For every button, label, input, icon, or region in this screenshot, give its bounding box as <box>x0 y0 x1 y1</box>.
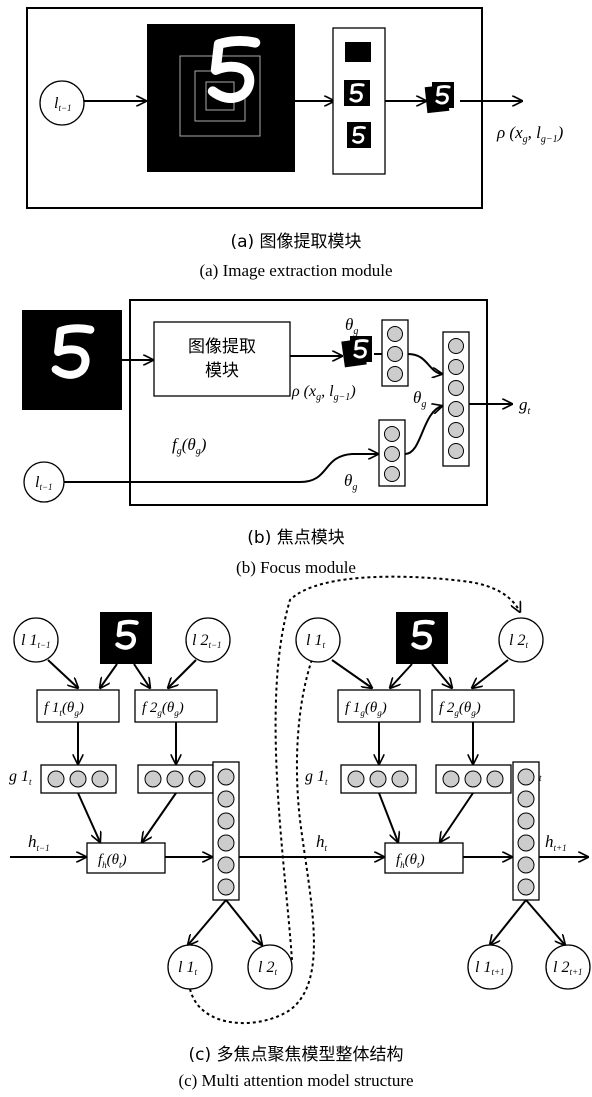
c-right-g1b-vector <box>435 764 512 794</box>
svg-text:图像提取: 图像提取 <box>188 337 256 357</box>
svg-text:f 2g(θg): f 2g(θg) <box>142 700 184 718</box>
panel-b-output-label: gt <box>519 395 531 417</box>
c-left-l2-out-node: l 2t <box>247 944 293 990</box>
c-right-image <box>396 612 448 664</box>
c-left-f2-box: f 2g(θg) <box>134 689 218 723</box>
panel-a-glimpse-stack <box>424 82 454 114</box>
svg-text:l 2t: l 2t <box>509 632 528 650</box>
c-right-h-out-label: ht+1 <box>545 832 567 853</box>
svg-text:lt−1: lt−1 <box>54 95 72 113</box>
svg-text:f 1t(θg): f 1t(θg) <box>44 700 84 718</box>
svg-text:l 2t−1: l 2t−1 <box>192 632 222 650</box>
c-left-h-in-label: ht−1 <box>28 832 50 853</box>
c-right-l2-out-node: l 2t+1 <box>545 944 591 990</box>
panel-a-caption-en: (a) Image extraction module <box>199 261 393 280</box>
svg-text:fh(θt): fh(θt) <box>98 852 127 870</box>
c-left-g1b-vector <box>137 764 214 794</box>
svg-text:l 2t: l 2t <box>258 959 277 977</box>
c-right-l1-out-node: l 1t+1 <box>467 944 513 990</box>
panel-b-glimpse-stack <box>341 336 372 368</box>
c-dotted-l2-to-l2 <box>274 575 520 961</box>
panel-b-bottom-vector <box>378 419 406 487</box>
panel-c-caption-zh: (c) 多焦点聚焦模型整体结构 <box>188 1045 404 1065</box>
panel-a-glimpse-strip <box>332 27 386 175</box>
svg-text:l 2t+1: l 2t+1 <box>553 959 583 977</box>
svg-text:l 1t: l 1t <box>178 959 197 977</box>
c-right-h-in-label: ht <box>316 832 328 853</box>
panel-b-input-node: lt−1 <box>23 461 65 503</box>
panel-b: 图像提取 模块 θg ρ (xg, lg−1) <box>22 299 531 506</box>
c-left-l1-in-node: l 1t−1 <box>13 617 59 663</box>
panel-b-rho-label: ρ (xg, lg−1) <box>291 383 356 403</box>
svg-text:g 1t: g 1t <box>9 768 32 787</box>
panel-b-theta-mid: θg <box>413 388 426 410</box>
c-right-l2-in-node: l 2t <box>498 617 544 663</box>
svg-text:fh(θt): fh(θt) <box>396 852 425 870</box>
c-right-f2-box: f 2g(θg) <box>431 689 515 723</box>
panel-b-caption-en: (b) Focus module <box>236 558 356 577</box>
panel-b-fg-label: fg(θg) <box>172 435 207 457</box>
panel-c-caption-en: (c) Multi attention model structure <box>178 1071 414 1090</box>
c-right-fh-box: fh(θt) <box>384 842 464 874</box>
panel-b-curve-bottom <box>404 406 442 455</box>
c-left-image <box>100 612 152 664</box>
c-left-fh-box: fh(θt) <box>86 842 166 874</box>
panel-b-top-vector <box>381 319 409 387</box>
svg-text:l 1t−1: l 1t−1 <box>21 632 51 650</box>
panel-c-left: l 1t−1 l 2t−1 f 1t(θg) f 2g(θg) <box>9 612 293 990</box>
panel-a-caption-zh: (a) 图像提取模块 <box>230 232 362 252</box>
c-left-l2-in-node: l 2t−1 <box>185 617 231 663</box>
c-dotted-l1-to-l1 <box>189 640 320 1025</box>
panel-a-source-image <box>147 24 295 172</box>
svg-text:g 1t: g 1t <box>305 768 328 787</box>
c-right-f1-box: f 1g(θg) <box>337 689 421 723</box>
svg-text:模块: 模块 <box>205 361 239 381</box>
panel-b-caption-zh: (b) 焦点模块 <box>247 528 345 548</box>
c-right-g2-vector <box>512 761 540 901</box>
panel-c: l 1t−1 l 2t−1 f 1t(θg) f 2g(θg) <box>9 575 591 1025</box>
svg-text:lt−1: lt−1 <box>35 474 53 492</box>
c-left-l1-out-node: l 1t <box>167 944 213 990</box>
panel-b-curve-top <box>407 353 442 374</box>
panel-b-l-arrow <box>64 454 378 483</box>
svg-text:f 1g(θg): f 1g(θg) <box>345 700 387 718</box>
c-left-f1-box: f 1t(θg) <box>36 689 120 723</box>
svg-text:f 2g(θg): f 2g(θg) <box>439 700 481 718</box>
c-left-g2-vector <box>212 761 240 901</box>
panel-b-output-vector <box>442 331 470 467</box>
panel-a-frame <box>26 7 483 209</box>
c-right-g1-vector: g 1t <box>305 764 417 794</box>
panel-b-frame <box>129 299 488 506</box>
panel-c-right: l 1t l 2t f 1g(θg) f 2g(θg) g <box>295 612 591 990</box>
panel-b-extraction-module: 图像提取 模块 <box>153 321 291 397</box>
panel-a-output-label: ρ (xg, lg−1) <box>496 123 564 145</box>
c-left-g1-vector: g 1t <box>9 764 117 794</box>
panel-a-input-node: lt−1 <box>39 80 85 126</box>
panel-b-theta-bottom: θg <box>344 471 357 493</box>
svg-text:l 1t+1: l 1t+1 <box>475 959 505 977</box>
c-right-l1-in-node: l 1t <box>295 617 341 663</box>
panel-a: lt−1 ρ (xg, lg−1) <box>26 7 564 209</box>
panel-b-theta-top: θg <box>345 315 358 337</box>
svg-text:l 1t: l 1t <box>306 632 325 650</box>
